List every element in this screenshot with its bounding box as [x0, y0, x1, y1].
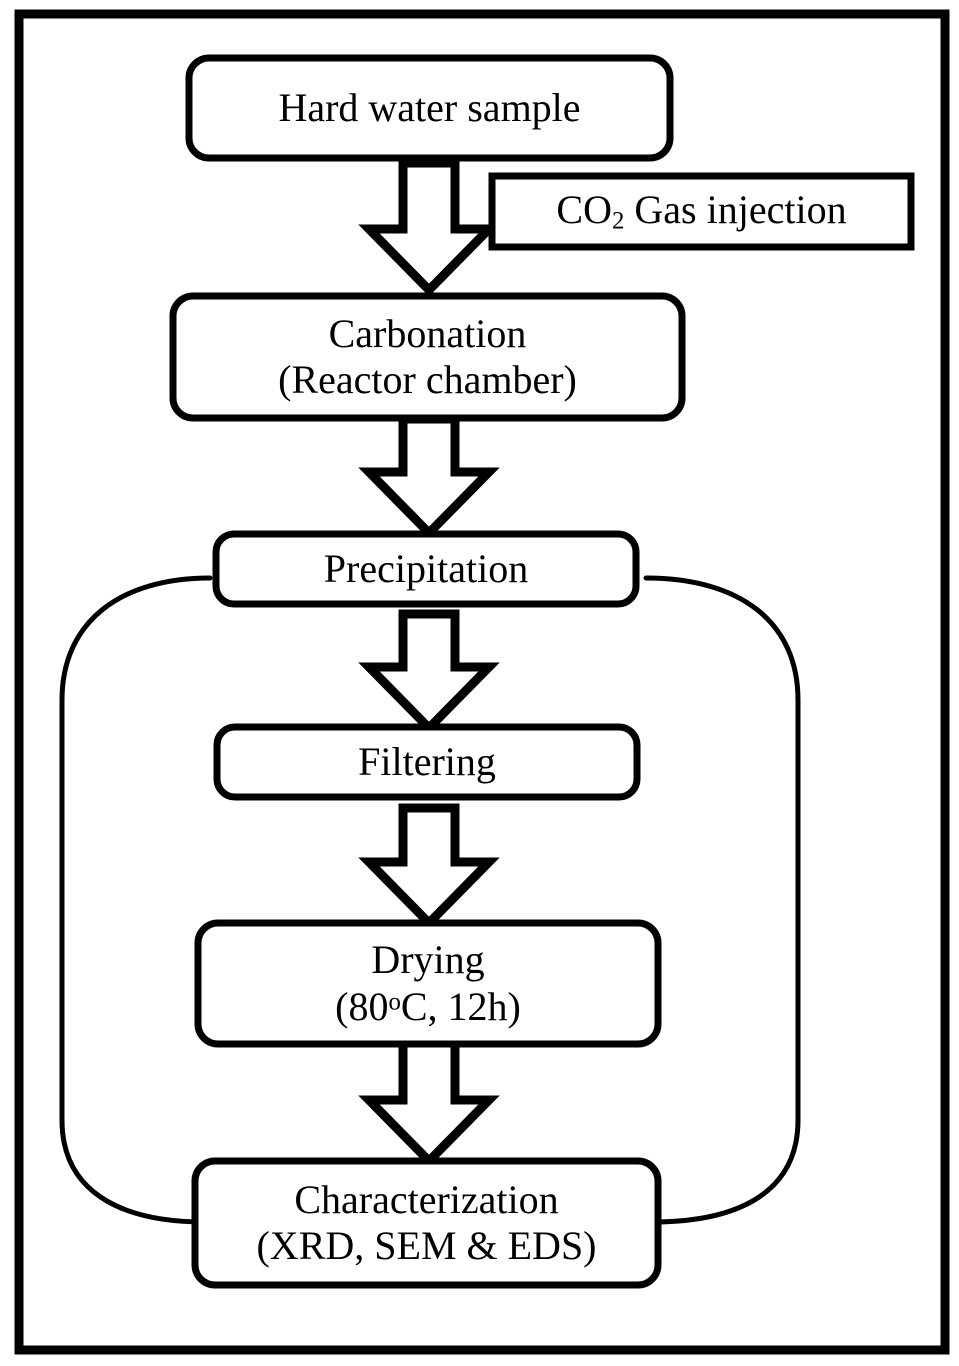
node-box-precipitation[interactable]	[212, 530, 640, 608]
figure-frame	[14, 9, 950, 1355]
node-box-filtering[interactable]	[213, 723, 641, 801]
arrow-drying-to-characterization	[358, 1035, 500, 1168]
arrow-carbonation-to-precipitation	[358, 414, 500, 540]
node-box-hard-water-sample[interactable]	[185, 54, 674, 162]
node-box-carbonation[interactable]	[169, 292, 686, 422]
arrow-sample-to-carbonation	[358, 158, 500, 297]
node-box-drying[interactable]	[194, 919, 662, 1048]
node-box-co2-gas-injection[interactable]	[488, 172, 915, 251]
arrow-filtering-to-drying	[358, 803, 500, 930]
feedback-loop-path	[59, 575, 801, 1225]
arrow-precipitation-to-filtering	[358, 609, 500, 735]
node-box-characterization[interactable]	[191, 1157, 662, 1289]
